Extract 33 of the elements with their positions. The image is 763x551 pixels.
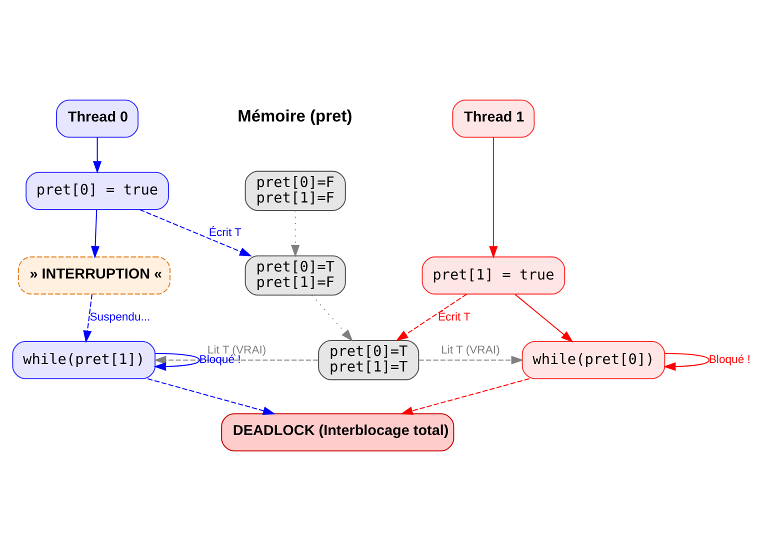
node-box: » INTERRUPTION « [18, 256, 171, 295]
node-box: while(pret[0]) [522, 341, 666, 380]
node-box: Thread 1 [452, 100, 535, 138]
node-box: pret[0] = true [26, 172, 169, 210]
arrow [312, 294, 354, 342]
arrow [140, 209, 252, 256]
edge-label: Suspendu... [90, 312, 150, 324]
edge-label: Bloqué ! [708, 354, 750, 366]
arrow [92, 137, 102, 174]
arrow [663, 353, 710, 371]
node-box: pret[0]=T pret[1]=T [318, 340, 420, 380]
edge-label: Bloqué ! [199, 354, 241, 366]
node-box: DEADLOCK (Interblocage total) [221, 413, 454, 452]
arrow [418, 356, 524, 364]
node-box: pret[0]=F pret[1]=F [244, 170, 346, 212]
node-box: Thread 0 [56, 100, 139, 138]
node-box: pret[0]=T pret[1]=F [244, 255, 346, 296]
arrow [147, 378, 276, 415]
arrow [396, 294, 467, 342]
edge-label: Écrit T [208, 227, 242, 240]
edge-label: Lit T (VRAI) [441, 344, 500, 357]
edge-label: Écrit T [438, 312, 470, 324]
arrow [154, 353, 200, 371]
arrow [489, 137, 498, 258]
arrow [83, 294, 92, 344]
arrow [514, 294, 574, 342]
arrow [400, 378, 530, 415]
arrow [90, 210, 100, 258]
arrow [291, 210, 300, 258]
node-box: pret[1] = true [422, 256, 566, 295]
label: Mémoire (pret) [238, 108, 352, 126]
arrow [154, 356, 318, 364]
node-box: while(pret[1]) [12, 341, 156, 380]
